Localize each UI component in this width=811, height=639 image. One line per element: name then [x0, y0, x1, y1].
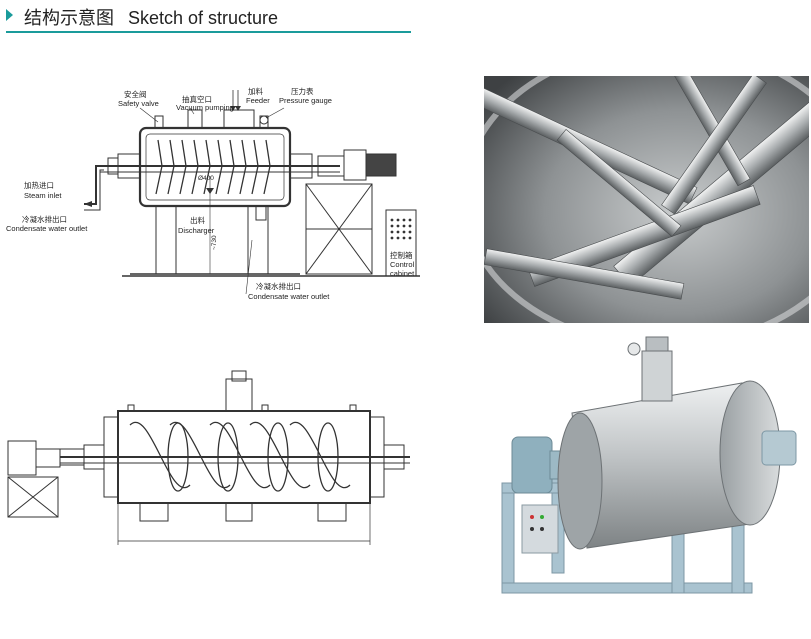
control-cabinet-en2: cabinet — [390, 269, 415, 278]
steam-inlet-cn: 加热进口 — [24, 180, 54, 190]
feeder-en: Feeder — [246, 96, 270, 105]
dim-diameter: Ø400 — [198, 175, 214, 182]
triangle-bullet-icon — [6, 9, 13, 21]
safety-valve-cn: 安全阀 — [124, 89, 147, 99]
vacuum-en: Vacuum pumping — [176, 103, 234, 112]
discharger-cn: 出料 — [190, 215, 205, 225]
condensate-left-cn: 冷凝水排出口 — [22, 214, 67, 224]
machine-photo — [492, 333, 810, 633]
discharger-en: Discharger — [178, 226, 215, 235]
vacuum-cn: 抽真空口 — [182, 94, 212, 104]
condensate-outlet-cn: 冷凝水排出口 — [256, 281, 301, 291]
title-en: Sketch of structure — [128, 8, 279, 28]
header-underline — [6, 31, 411, 33]
condensate-outlet-en: Condensate water outlet — [248, 292, 330, 301]
structure-sketch-side: 安全阀 Safety valve 抽真空口 Vacuum pumping 加料 … — [0, 80, 440, 305]
condensate-left-en: Condensate water outlet — [6, 224, 88, 233]
title-cn: 结构示意图 — [24, 8, 114, 28]
steam-inlet-en: Steam inlet — [24, 191, 62, 200]
safety-valve-en: Safety valve — [118, 99, 159, 108]
control-cabinet-cn: 控制箱 — [390, 250, 413, 260]
pressure-cn: 压力表 — [291, 86, 314, 96]
feeder-cn: 加料 — [248, 86, 263, 96]
dim-height: ~730 — [211, 235, 218, 250]
control-cabinet-en1: Control — [390, 260, 415, 269]
section-title: 结构示意图 Sketch of structure — [24, 4, 278, 30]
section-header: 结构示意图 Sketch of structure — [0, 0, 811, 40]
interior-agitator-photo — [484, 76, 809, 323]
structure-sketch-front — [0, 365, 420, 555]
pressure-en: Pressure gauge — [279, 96, 332, 105]
